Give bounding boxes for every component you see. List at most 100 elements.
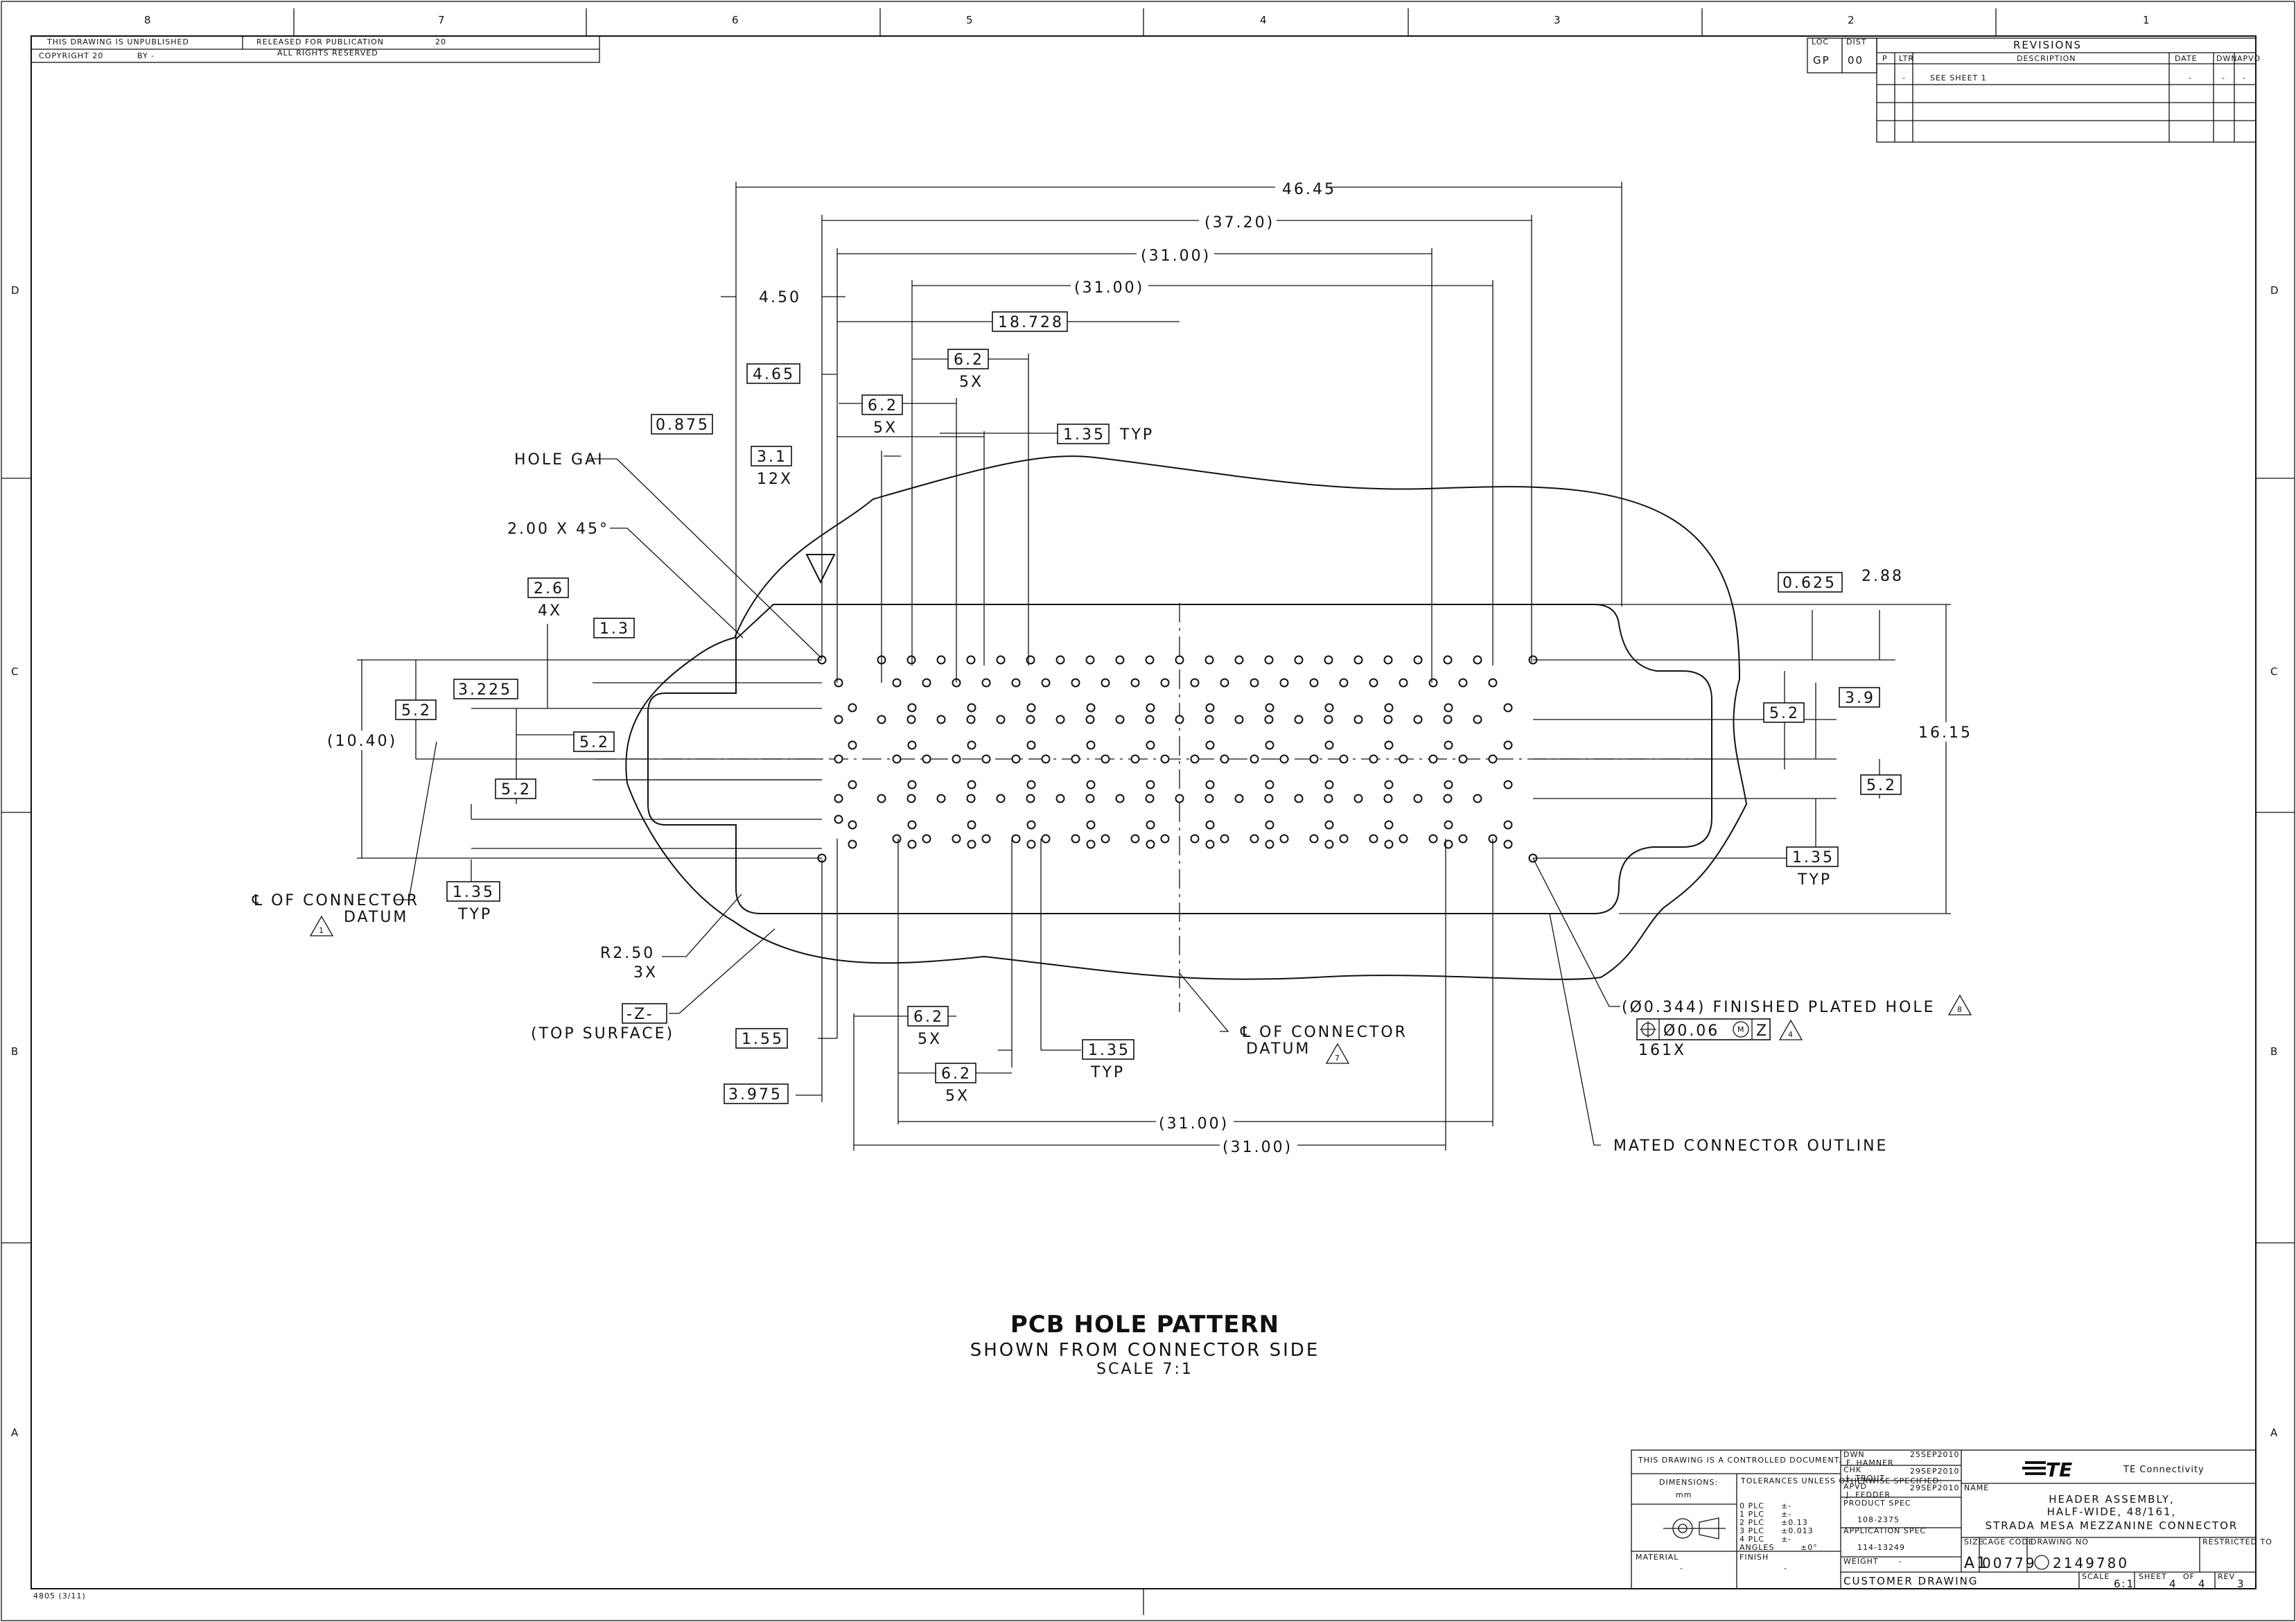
plated-hole (966, 715, 976, 724)
plated-hole (1444, 820, 1453, 830)
plated-hole (1071, 678, 1080, 688)
plated-hole (892, 678, 902, 688)
tb-rev-value: 3 (2237, 1578, 2245, 1590)
flag-1-number: 1 (319, 926, 324, 935)
dimension-lines (357, 182, 1951, 1151)
view-title: PCB HOLE PATTERN SHOWN FROM CONNECTOR SI… (970, 1311, 1320, 1378)
rev-col-dwn: DWN (2216, 54, 2238, 63)
plated-hole (1383, 794, 1393, 803)
plated-hole (1339, 754, 1349, 764)
plated-hole (1428, 834, 1438, 844)
dim-1-35-bottom: 1.35 (1088, 1042, 1130, 1059)
dim-5-2-right-a: 5.2 (1769, 705, 1800, 722)
loc-value: GP (1813, 54, 1830, 67)
plated-hole (1473, 655, 1482, 665)
plated-hole (1041, 834, 1051, 844)
dim-overall: 46.45 (1282, 181, 1336, 198)
plated-hole (1444, 740, 1453, 750)
plated-hole (1190, 754, 1200, 764)
plated-hole (1384, 820, 1394, 830)
plated-hole (1175, 794, 1184, 803)
plated-hole (981, 678, 991, 688)
note-hole-gap: HOLE GAI (514, 451, 604, 469)
plated-hole (877, 794, 886, 803)
plated-hole (1443, 794, 1453, 803)
zone-5: 5 (966, 14, 974, 26)
dim-3-225: 3.225 (458, 681, 512, 699)
plated-hole (1265, 780, 1274, 790)
title-block: THIS DRAWING IS A CONTROLLED DOCUMENT. D… (1631, 1449, 2272, 1590)
plated-hole (1384, 740, 1394, 750)
plated-hole (1443, 655, 1453, 665)
plated-hole (1473, 794, 1482, 803)
plated-hole (1413, 794, 1423, 803)
plated-hole (1130, 678, 1140, 688)
tb-tol-2: 2 PLC (1739, 1518, 1764, 1527)
plated-hole (1146, 780, 1155, 790)
plated-hole (922, 678, 931, 688)
plated-hole (1264, 655, 1274, 665)
plated-hole (1294, 715, 1304, 724)
plated-hole (1145, 794, 1155, 803)
plated-hole (1086, 703, 1096, 713)
plated-hole (1444, 703, 1453, 713)
loc-label: LOC (1812, 37, 1829, 46)
rev-col-description: DESCRIPTION (2017, 54, 2076, 63)
plated-hole (1085, 794, 1095, 803)
plated-hole (848, 820, 857, 830)
tb-of-value: 4 (2198, 1578, 2207, 1590)
plated-hole (1488, 754, 1498, 764)
plated-hole (922, 754, 931, 764)
tb-tol-angles: ANGLES (1739, 1543, 1774, 1552)
rev-col-apvd: APVD (2237, 54, 2261, 63)
dim-3-9: 3.9 (1845, 690, 1875, 707)
dim-1-35-left: 1.35 (453, 884, 495, 901)
plated-hole (1353, 655, 1363, 665)
zone-3: 3 (1554, 14, 1562, 26)
plated-hole (967, 839, 976, 849)
plated-hole (1205, 740, 1215, 750)
tb-dwn-date: 25SEP2010 (1910, 1450, 1960, 1459)
tb-drawing-no-label: DRAWING NO (2031, 1537, 2089, 1546)
copyright-c-icon (2034, 1555, 2049, 1570)
zone-a-right: A (2270, 1427, 2279, 1439)
plated-hole (1488, 678, 1498, 688)
center-lines (596, 603, 1719, 1012)
fcf-modifier: M (1737, 1025, 1745, 1034)
note-datum-z: -Z- (626, 1006, 654, 1023)
zone-4: 4 (1260, 14, 1268, 26)
tb-customer-drawing: CUSTOMER DRAWING (1843, 1575, 1978, 1587)
note-finished-plated-hole: (Ø0.344) FINISHED PLATED HOLE (1622, 999, 1936, 1016)
tb-apvd-date: 29SEP2010 (1910, 1483, 1960, 1492)
tb-finish-value: - (1784, 1564, 1787, 1573)
plated-hole (1130, 834, 1140, 844)
plated-hole (952, 754, 961, 764)
plated-hole (1399, 834, 1408, 844)
dim-31-00-b: (31.00) (1074, 279, 1144, 297)
form-number: 4805 (3/11) (33, 1592, 86, 1601)
plated-hole (906, 715, 916, 724)
plated-hole (1026, 820, 1036, 830)
plated-hole (1384, 839, 1394, 849)
zone-d-right: D (2270, 284, 2280, 297)
plated-hole (1369, 678, 1378, 688)
tb-name-label: NAME (1964, 1483, 1989, 1492)
plated-hole (936, 715, 946, 724)
plated-hole (1115, 715, 1125, 724)
plated-hole (1339, 834, 1349, 844)
plated-hole (1353, 794, 1363, 803)
dim-31-00-a: (31.00) (1141, 247, 1211, 265)
plated-hole (1265, 740, 1274, 750)
plated-hole (834, 678, 843, 688)
plated-hole (1265, 820, 1274, 830)
plated-hole (936, 794, 946, 803)
plated-hole (1011, 834, 1021, 844)
plated-hole (1399, 678, 1408, 688)
plated-hole (967, 740, 976, 750)
view-subtitle: SHOWN FROM CONNECTOR SIDE (970, 1340, 1320, 1361)
note-chamfer: 2.00 X 45° (507, 521, 609, 538)
tb-name-line-3: STRADA MESA MEZZANINE CONNECTOR (1986, 1519, 2238, 1532)
zone-c-right: C (2270, 665, 2279, 678)
